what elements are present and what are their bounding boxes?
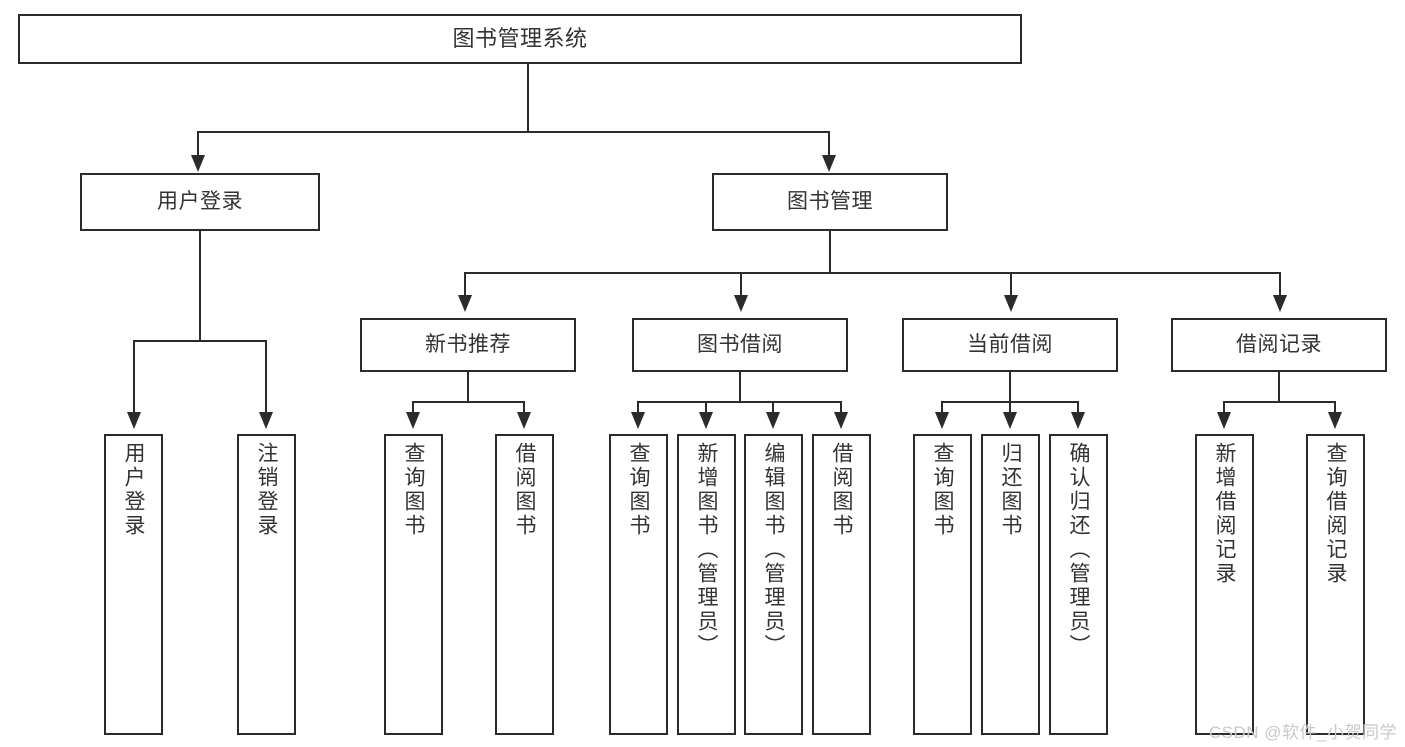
edge-bb-to-leaf-3: [772, 401, 774, 415]
arrowhead-new-book-leaf-2: [517, 412, 531, 429]
arrowhead-br-leaf-2: [1328, 412, 1342, 429]
node-label: 查询图书: [402, 442, 425, 538]
edge-cb-to-leaf-1: [941, 401, 943, 415]
edge-user-login-to-leaf-2: [265, 340, 267, 415]
node-label: 用户登录: [122, 442, 145, 538]
leaf-query-book-borrow[interactable]: 查询图书: [609, 434, 668, 735]
edge-book-borrow-stem: [739, 372, 741, 402]
arrowhead-user-login: [191, 155, 205, 172]
arrowhead-br-leaf-1: [1217, 412, 1231, 429]
edge-root-to-book-management: [828, 131, 830, 160]
arrowhead-book-borrow: [734, 295, 748, 312]
node-borrow-record[interactable]: 借阅记录: [1171, 318, 1387, 372]
node-label: 确认归还（管理员）: [1067, 442, 1090, 658]
edge-br-to-leaf-1: [1223, 401, 1225, 415]
node-label: 当前借阅: [967, 332, 1053, 356]
arrowhead-cb-leaf-1: [935, 412, 949, 429]
node-label: 图书借阅: [697, 332, 783, 356]
edge-book-management-stem: [829, 231, 831, 273]
arrowhead-cb-leaf-2: [1003, 412, 1017, 429]
arrowhead-user-login-leaf-2: [259, 412, 273, 429]
edge-root-stem: [527, 64, 529, 132]
node-label: 编辑图书（管理员）: [762, 442, 785, 658]
edge-new-book-to-leaf-2: [523, 401, 525, 415]
edge-bm-to-book-borrow: [740, 272, 742, 299]
arrowhead-new-book-leaf-1: [406, 412, 420, 429]
node-book-management[interactable]: 图书管理: [712, 173, 948, 231]
leaf-query-borrow-record[interactable]: 查询借阅记录: [1306, 434, 1365, 735]
edge-bm-to-new-book: [464, 272, 466, 299]
arrowhead-book-management: [822, 155, 836, 172]
edge-borrow-record-bar: [1223, 401, 1335, 403]
edge-bm-to-current-borrow: [1010, 272, 1012, 299]
arrowhead-bb-leaf-3: [766, 412, 780, 429]
arrowhead-cb-leaf-3: [1071, 412, 1085, 429]
edge-bm-to-borrow-record: [1279, 272, 1281, 299]
arrowhead-current-borrow: [1004, 295, 1018, 312]
edge-bb-to-leaf-4: [840, 401, 842, 415]
arrowhead-borrow-record: [1273, 295, 1287, 312]
csdn-watermark: CSDN @软件_小贺同学: [1208, 723, 1397, 742]
edge-user-login-to-leaf-1: [133, 340, 135, 415]
node-label: 新增图书（管理员）: [695, 442, 718, 658]
node-label: 查询图书: [627, 442, 650, 538]
node-label: 注销登录: [255, 442, 278, 538]
edge-cb-to-leaf-2: [1009, 401, 1011, 415]
node-label: 图书管理系统: [452, 26, 588, 52]
edge-new-book-stem: [467, 372, 469, 402]
arrowhead-bb-leaf-2: [699, 412, 713, 429]
leaf-borrow-book[interactable]: 借阅图书: [812, 434, 871, 735]
edge-current-borrow-stem: [1009, 372, 1011, 402]
edge-new-book-to-leaf-1: [412, 401, 414, 415]
node-label: 用户登录: [157, 189, 243, 213]
node-label: 查询图书: [931, 442, 954, 538]
edge-borrow-record-stem: [1278, 372, 1280, 402]
edge-bb-to-leaf-1: [637, 401, 639, 415]
arrowhead-bb-leaf-4: [834, 412, 848, 429]
leaf-add-book-admin[interactable]: 新增图书（管理员）: [677, 434, 736, 735]
node-current-borrow[interactable]: 当前借阅: [902, 318, 1118, 372]
edge-br-to-leaf-2: [1334, 401, 1336, 415]
node-label: 图书管理: [787, 189, 873, 213]
leaf-return-book[interactable]: 归还图书: [981, 434, 1040, 735]
node-new-book-recommend[interactable]: 新书推荐: [360, 318, 576, 372]
arrowhead-bb-leaf-1: [631, 412, 645, 429]
edge-user-login-stem: [199, 231, 201, 341]
leaf-borrow-book-recommend[interactable]: 借阅图书: [495, 434, 554, 735]
edge-book-management-bar: [464, 272, 1280, 274]
leaf-confirm-return-admin[interactable]: 确认归还（管理员）: [1049, 434, 1108, 735]
edge-root-to-user-login: [197, 131, 199, 160]
leaf-query-book-recommend[interactable]: 查询图书: [384, 434, 443, 735]
node-label: 新增借阅记录: [1213, 442, 1236, 586]
leaf-query-book-current[interactable]: 查询图书: [913, 434, 972, 735]
leaf-add-borrow-record[interactable]: 新增借阅记录: [1195, 434, 1254, 735]
edge-root-bar: [197, 131, 829, 133]
leaf-user-login[interactable]: 用户登录: [104, 434, 163, 735]
leaf-logout[interactable]: 注销登录: [237, 434, 296, 735]
node-book-borrow[interactable]: 图书借阅: [632, 318, 848, 372]
node-user-login[interactable]: 用户登录: [80, 173, 320, 231]
node-label: 借阅记录: [1236, 332, 1322, 356]
edge-cb-to-leaf-3: [1077, 401, 1079, 415]
edge-book-borrow-bar: [637, 401, 842, 403]
arrowhead-new-book: [458, 295, 472, 312]
edge-new-book-bar: [412, 401, 524, 403]
edge-bb-to-leaf-2: [705, 401, 707, 415]
arrowhead-user-login-leaf-1: [127, 412, 141, 429]
node-book-management-system[interactable]: 图书管理系统: [18, 14, 1022, 64]
node-label: 查询借阅记录: [1324, 442, 1347, 586]
node-label: 借阅图书: [513, 442, 536, 538]
node-label: 新书推荐: [425, 332, 511, 356]
node-label: 归还图书: [999, 442, 1022, 538]
leaf-edit-book-admin[interactable]: 编辑图书（管理员）: [744, 434, 803, 735]
edge-user-login-bar: [133, 340, 266, 342]
node-label: 借阅图书: [830, 442, 853, 538]
